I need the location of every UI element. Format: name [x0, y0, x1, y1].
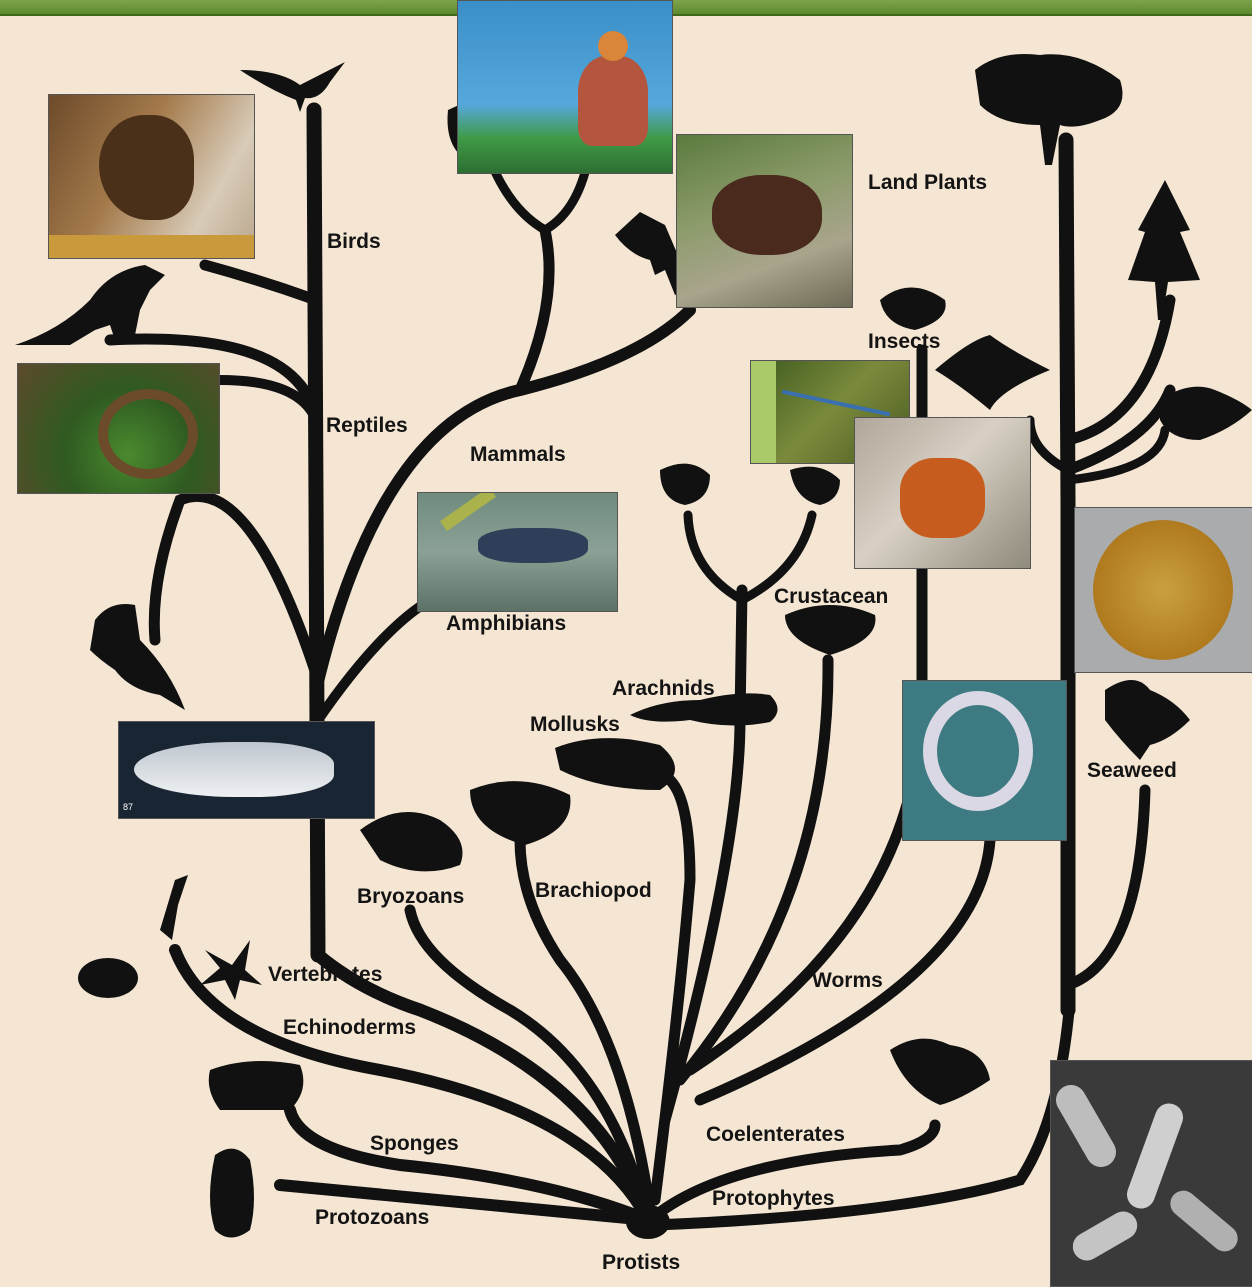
vertebrate-trunk — [314, 110, 318, 955]
coelenterate-silhouette — [890, 1039, 990, 1105]
label-amphibians: Amphibians — [446, 612, 566, 636]
beetle-silhouette — [880, 288, 946, 331]
fish-photo: 87 — [118, 721, 375, 819]
label-reptiles: Reptiles — [326, 414, 408, 438]
bird-silhouette — [240, 62, 345, 112]
mammal-branch-up — [520, 230, 549, 390]
protozoan-silhouette — [210, 1149, 254, 1238]
seaweed-branch — [1068, 790, 1145, 985]
fish-silhouette-left — [90, 604, 185, 710]
label-insects: Insects — [868, 330, 940, 354]
label-protozoans: Protozoans — [315, 1206, 429, 1230]
label-seaweed: Seaweed — [1087, 759, 1177, 783]
mollusk-branch — [655, 780, 690, 1200]
protists-node — [626, 1205, 670, 1239]
sea-urchin-silhouette — [78, 958, 138, 998]
label-sponges: Sponges — [370, 1132, 459, 1156]
starfish-silhouette — [200, 940, 262, 1000]
birds-branch-left — [205, 265, 316, 300]
nematode-photo — [902, 680, 1067, 841]
sponge-silhouette — [209, 1061, 304, 1110]
photo-caption: 87 — [123, 802, 133, 812]
crab-silhouette — [785, 605, 875, 655]
label-birds: Birds — [327, 230, 381, 254]
scorpion-silhouette — [790, 467, 840, 505]
label-coelenterates: Coelenterates — [706, 1123, 845, 1147]
seaweed-silhouette — [1105, 680, 1190, 760]
arachnid-fork-left — [688, 515, 742, 600]
oak-tree-silhouette — [975, 54, 1123, 165]
fern-silhouette — [935, 335, 1050, 410]
label-protophytes: Protophytes — [712, 1187, 835, 1211]
label-land-plants: Land Plants — [868, 171, 987, 195]
label-protists: Protists — [602, 1251, 680, 1275]
brachiopod-silhouette — [470, 781, 570, 845]
label-mammals: Mammals — [470, 443, 566, 467]
snake-photo — [17, 363, 220, 494]
label-vertebrates: Vertebrates — [268, 963, 382, 987]
wren-photo — [48, 94, 255, 259]
spider-silhouette — [660, 464, 710, 505]
label-mollusks: Mollusks — [530, 713, 620, 737]
lichen-photo — [1074, 507, 1252, 673]
label-brachiopod: Brachiopod — [535, 879, 652, 903]
butterfly-photo — [854, 417, 1031, 569]
deer-photo — [676, 134, 853, 308]
fish-branch — [154, 496, 318, 680]
label-worms: Worms — [812, 969, 883, 993]
conifer-silhouette — [1128, 180, 1200, 320]
mollusk-silhouette — [555, 738, 675, 790]
label-bryozoans: Bryozoans — [357, 885, 464, 909]
label-crustacean: Crustacean — [774, 585, 888, 609]
bryozoan-silhouette — [360, 812, 463, 871]
plant-trunk — [1066, 140, 1068, 1010]
amphibian-photo — [417, 492, 618, 612]
label-arachnids: Arachnids — [612, 677, 715, 701]
woman-photo — [457, 0, 673, 174]
label-echinoderms: Echinoderms — [283, 1016, 416, 1040]
crinoid-silhouette — [160, 875, 188, 940]
dinosaur-silhouette — [15, 265, 165, 345]
shrub-silhouette — [1160, 387, 1252, 440]
bacteria-photo — [1050, 1060, 1252, 1287]
